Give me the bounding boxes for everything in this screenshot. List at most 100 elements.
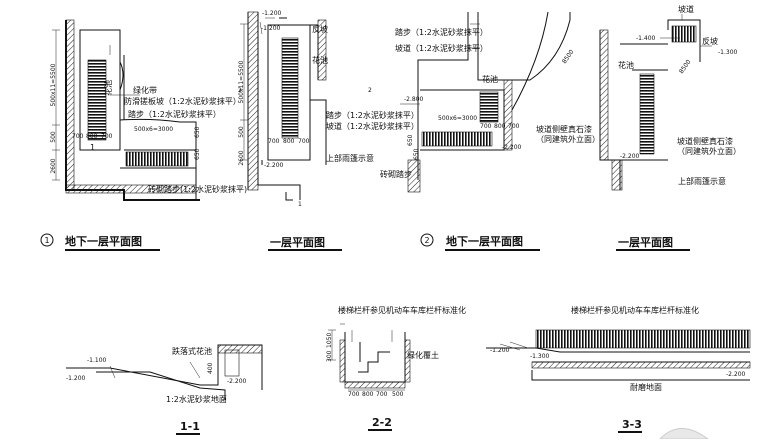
wall-hatch-left: [599, 29, 609, 161]
canopy-label: 上部雨篷示意: [678, 176, 726, 186]
wall-hatch-left: [247, 11, 259, 191]
elev-2: -1.300: [718, 49, 738, 56]
small-dim-1: 650: [413, 148, 420, 160]
section-title: 1-1: [180, 420, 200, 433]
wall-note-2: （同建筑外立面）: [536, 134, 600, 144]
bot-dim-1: 800: [494, 123, 506, 130]
dim-8500: 8500: [561, 48, 576, 65]
slope-marks: [499, 341, 529, 351]
curved-ramp: [511, 11, 549, 111]
grid-dim: 500x6=3000: [438, 115, 477, 122]
stair-dim: 500x11=5500: [238, 60, 245, 103]
height-1050: 1050: [326, 333, 333, 348]
dim-line-vertical: [240, 23, 248, 161]
leaders: [660, 14, 712, 47]
marker-right: 2: [368, 87, 372, 94]
stair-treads: [479, 91, 499, 123]
section-3-3: 楼梯栏杆参见机动车车库栏杆标准化 -1.200 -1.300 -2.200 耐磨…: [486, 305, 751, 440]
top-ramp-treads: [671, 25, 697, 43]
plan-marker-number: 1: [44, 236, 49, 245]
bot-dim-1: 800: [86, 133, 98, 140]
marker-bottom: 1: [298, 201, 302, 208]
greenbelt-curve: [119, 55, 125, 120]
elev-leader: [259, 17, 275, 35]
bot-dim-0: 700: [480, 123, 492, 130]
slope-label: 坡道: [678, 4, 694, 14]
elev-bot: -2.200: [264, 162, 284, 169]
height-300: 300: [326, 350, 333, 362]
ground-line: [96, 371, 226, 400]
inner-lines: [620, 43, 668, 161]
leaders: [400, 23, 480, 105]
stair-treads: [87, 59, 107, 141]
plan-marker-circle: [40, 233, 54, 247]
elev-1: -1.200: [490, 347, 510, 354]
dim-0: 700: [348, 391, 360, 398]
soil-label: 绿化覆土: [407, 350, 439, 360]
step-label: 踏步（1:2水泥砂浆抹平）: [326, 110, 419, 120]
plan-title: 一层平面图: [270, 236, 325, 249]
plant-marks: [109, 361, 201, 379]
pool-label: 花池: [618, 60, 634, 70]
step-label: 踏步（1:2水泥砂浆抹平）: [395, 27, 488, 37]
wall-note: 坡道侧壁真石漆: [536, 124, 592, 134]
elev-2: -1.300: [530, 353, 550, 360]
bot-dim-1: 800: [283, 138, 295, 145]
wall-note: 坡道侧壁真石漆: [677, 136, 733, 146]
railing: [535, 329, 751, 349]
slab-hatch: [217, 344, 263, 354]
greenbelt-label: 绿化带: [133, 85, 157, 95]
ramp-walls: [417, 12, 571, 180]
dim-2: 700: [376, 391, 388, 398]
wall-hatch-bottom: [611, 159, 623, 191]
grid-dim: 500x6=3000: [134, 126, 173, 133]
dim-2600: 2600: [50, 158, 57, 173]
dim-line-vertical: [52, 29, 60, 181]
pool-label: 花池: [312, 55, 328, 65]
wall-hatch-right: [503, 79, 513, 151]
sunken-label: 跌落式花池: [172, 346, 212, 356]
pool-label: 花池: [482, 74, 498, 84]
elev-2: -1.200: [66, 375, 86, 382]
left-wall-hatch: [339, 339, 346, 383]
bot-dim-0: 700: [268, 138, 280, 145]
section-1-1: 跌落式花池 -1.100 -1.200 -2.200 400 1:2水泥砂浆地面…: [66, 344, 263, 435]
wall-note-2: （同建筑外立面）: [677, 146, 741, 156]
bot-dim-0: 700: [72, 133, 84, 140]
plan-basement-1: 500x11=5500 500 2600 花池 绿化带 防滑搓板坡（1:2水泥砂…: [40, 19, 247, 251]
dim-1: 800: [362, 391, 374, 398]
bot-dim-2: 700: [101, 133, 113, 140]
plan-ground-2: -1.200 -1.200 反坡 花池 500x11=5500 500 2600…: [238, 10, 419, 251]
plan-marker-circle: [420, 233, 434, 247]
small-dim-0: 650: [407, 134, 414, 146]
dim-2600: 2600: [238, 150, 245, 165]
ramp-treads: [421, 131, 493, 147]
small-dim-0: 650: [194, 126, 201, 138]
dim-3: 500: [392, 391, 404, 398]
cut-label: 1: [90, 143, 95, 152]
bot-dim-2: 700: [298, 138, 310, 145]
floor-hatch: [531, 361, 751, 369]
dim-8500: 8500: [678, 58, 693, 75]
ramp-label: 坡道（1:2水泥砂浆抹平）: [395, 43, 488, 53]
elev-1: -1.100: [87, 357, 107, 364]
brick-label: 砖砌踏步: [380, 169, 412, 179]
parapet: [224, 349, 240, 377]
elev-top: -1.200: [262, 10, 282, 17]
ramp-label: 反坡: [702, 36, 718, 46]
dim-vertical: [328, 329, 336, 361]
pool-label: 花池: [103, 80, 113, 96]
anti-slip-label: 防滑搓板坡（1:2水泥砂浆抹平）: [124, 96, 241, 106]
dim-5500: 500x11=5500: [50, 63, 57, 106]
elev-bot: -2.200: [620, 153, 640, 160]
landing: [420, 89, 505, 151]
canopy-label: 上部雨篷示意: [326, 153, 374, 163]
dim-500: 500: [238, 126, 245, 138]
ramp-label: 反坡: [312, 24, 328, 34]
leader-lines: [109, 45, 140, 96]
elev-3: -2.200: [227, 378, 247, 385]
corner-watermark: [658, 428, 710, 440]
elev-3: -2.200: [726, 371, 746, 378]
floor-label: 耐磨地面: [630, 382, 662, 392]
